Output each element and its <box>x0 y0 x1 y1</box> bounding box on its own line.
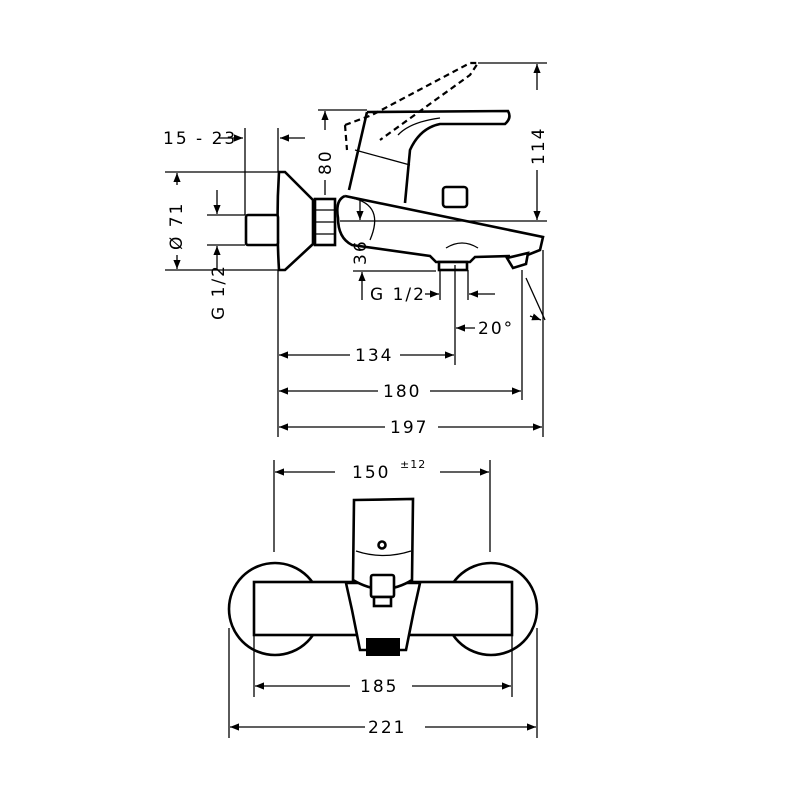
dim-inlet-thread: G 1/2 <box>209 264 229 320</box>
outlet-thread <box>437 260 469 272</box>
dim-body-width: 185 <box>360 677 398 697</box>
front-view: 150 ±12 185 221 <box>227 458 539 738</box>
diverter-knob <box>441 185 469 209</box>
inlet-stub <box>244 213 280 247</box>
dim-centers: 150 <box>352 463 390 483</box>
dim-spout-height: 36 <box>351 239 371 265</box>
dim-spout-reach: 180 <box>383 382 421 402</box>
lever-raised-outline <box>343 61 481 151</box>
dim-total-height: 114 <box>529 127 549 165</box>
dim-flange-diameter: Ø 71 <box>167 202 187 250</box>
wall-flange <box>276 170 315 272</box>
dim-angle: 20° <box>478 319 514 339</box>
aerator-front <box>366 638 400 656</box>
dim-wall-gap: 15 - 23 <box>163 129 237 149</box>
dim-total-width: 221 <box>368 718 406 738</box>
lever <box>366 109 511 204</box>
dim-outlet-thread: G 1/2 <box>370 285 426 305</box>
side-view: 15 - 23 Ø 71 G 1/2 80 114 36 G 1/2 <box>163 61 549 438</box>
dim-total-reach: 197 <box>390 418 428 438</box>
indicator-dot <box>377 540 387 550</box>
dim-centers-tolerance: ±12 <box>400 458 426 471</box>
spout-aerator <box>504 251 530 270</box>
diverter-front <box>369 573 396 599</box>
dim-lever-height: 80 <box>316 149 336 175</box>
dim-outlet-reach: 134 <box>355 346 393 366</box>
